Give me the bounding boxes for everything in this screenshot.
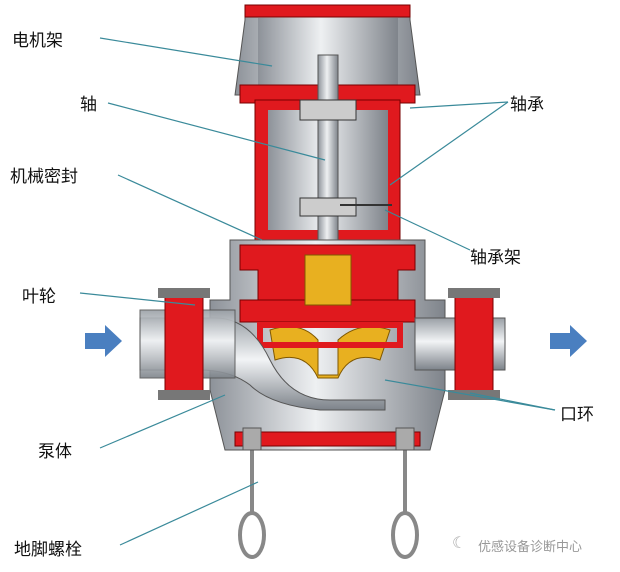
label-pump-body: 泵体: [38, 442, 72, 462]
anchor-bolt-left: [238, 440, 266, 559]
watermark: 优感设备诊断中心: [478, 540, 583, 555]
label-impeller: 叶轮: [22, 287, 56, 307]
label-bearing: 轴承: [510, 95, 544, 115]
label-shaft: 轴: [80, 95, 97, 115]
inlet-flange: [164, 291, 204, 397]
label-bearing-housing: 轴承架: [470, 248, 521, 268]
label-motor-stand: 电机架: [12, 31, 63, 51]
outlet-arrow-icon: [550, 325, 587, 357]
leader-lines: [79, 37, 556, 546]
inlet-arrow-icon: [85, 325, 122, 357]
label-anchor-bolt: 地脚螺栓: [14, 540, 82, 560]
outlet-flange: [454, 291, 494, 397]
label-mechanical-seal: 机械密封: [10, 167, 78, 187]
mechanical-seal: [304, 254, 352, 306]
label-wear-ring: 口环: [560, 405, 594, 425]
anchor-bolt-right: [391, 440, 419, 559]
watermark-logo-icon: ☾: [452, 533, 467, 552]
impeller: [269, 326, 391, 379]
